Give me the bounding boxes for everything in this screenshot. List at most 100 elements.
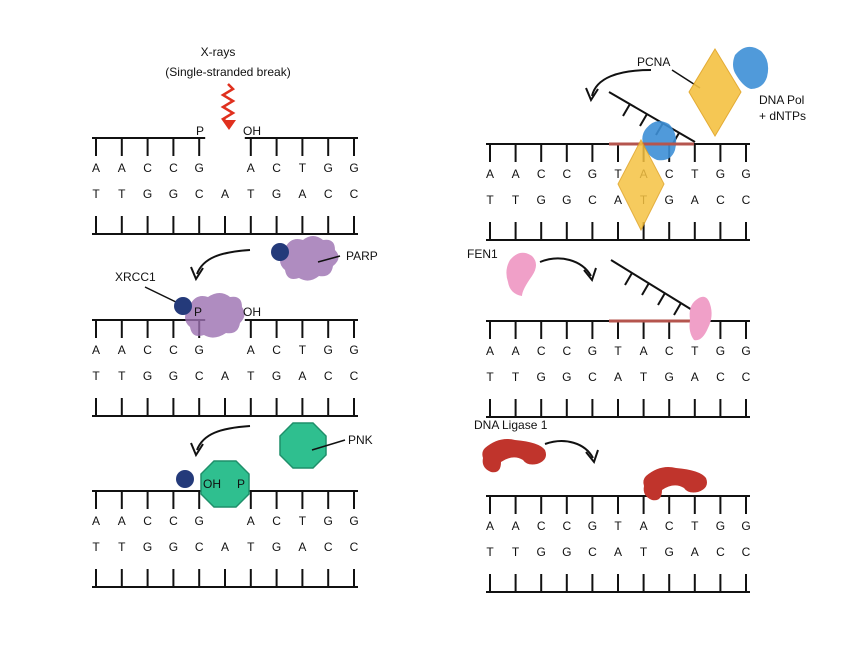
top-base: C: [562, 344, 571, 358]
bottom-base: G: [537, 193, 546, 207]
top-base: A: [512, 519, 520, 533]
top-base: C: [537, 344, 546, 358]
bottom-base: G: [272, 540, 281, 554]
bottom-base: T: [118, 540, 126, 554]
top-base: A: [640, 519, 648, 533]
top-base: A: [92, 343, 100, 357]
top-base: A: [512, 344, 520, 358]
top-base: A: [486, 344, 494, 358]
top-base: C: [665, 167, 674, 181]
top-base: G: [324, 161, 333, 175]
bound-p-mark: P: [194, 305, 202, 319]
bottom-base: T: [486, 193, 494, 207]
bottom-base: C: [350, 187, 359, 201]
pnk-bound: [200, 460, 250, 508]
top-base: A: [118, 161, 126, 175]
top-base: G: [588, 519, 597, 533]
break-oh-mark: OH: [243, 124, 261, 138]
xrcc1-bound: [174, 297, 192, 315]
bottom-base: T: [92, 540, 100, 554]
bottom-base: A: [221, 187, 229, 201]
pnk-protein: [279, 422, 327, 469]
bottom-base: G: [665, 193, 674, 207]
top-base: A: [118, 514, 126, 528]
bottom-base: T: [512, 193, 520, 207]
top-base: C: [143, 343, 152, 357]
top-base: C: [272, 514, 281, 528]
turn-arrow-right-1: [591, 69, 652, 97]
bottom-base: C: [195, 540, 204, 554]
dna-pol-protein: [688, 48, 742, 137]
dna-pol-bound: [617, 138, 665, 232]
top-base: C: [537, 167, 546, 181]
top-base: G: [195, 161, 204, 175]
bottom-base: T: [486, 545, 494, 559]
pnk-leader: [311, 439, 346, 451]
bottom-base: A: [298, 540, 306, 554]
top-base: G: [588, 167, 597, 181]
pcna-bound: [642, 121, 677, 161]
bottom-base: T: [486, 370, 494, 384]
xrcc1-label: XRCC1: [115, 270, 156, 284]
pnk-label: PNK: [348, 433, 373, 447]
bottom-base: C: [588, 370, 597, 384]
turn-arrow-left-2: [196, 249, 251, 275]
turn-arrowhead-right-1: [585, 87, 599, 103]
xrcc1-leader: [144, 286, 179, 304]
ligase-bound: [643, 467, 707, 501]
fen1-bound: [689, 296, 712, 341]
bottom-base: C: [350, 369, 359, 383]
bottom-base: G: [272, 187, 281, 201]
top-base: C: [562, 167, 571, 181]
bottom-base: G: [169, 187, 178, 201]
top-base: C: [665, 344, 674, 358]
bottom-base: T: [92, 369, 100, 383]
bottom-base: T: [247, 369, 255, 383]
top-base: G: [195, 514, 204, 528]
dna-pol-label: DNA Pol: [759, 93, 804, 107]
top-base: T: [614, 519, 622, 533]
bottom-base: A: [614, 370, 622, 384]
bottom-base: T: [247, 187, 255, 201]
bottom-base: T: [247, 540, 255, 554]
bottom-base: T: [512, 370, 520, 384]
turn-arrow-right-3: [544, 440, 594, 459]
bottom-base: C: [716, 193, 725, 207]
bottom-base: A: [691, 370, 699, 384]
top-base: A: [247, 514, 255, 528]
ligase-label: DNA Ligase 1: [474, 418, 548, 432]
top-base: C: [143, 514, 152, 528]
fen1-protein: [506, 252, 536, 296]
top-base: C: [143, 161, 152, 175]
pnk-p-mark: P: [237, 477, 245, 491]
bottom-base: A: [298, 369, 306, 383]
top-base: T: [691, 344, 699, 358]
bottom-base: C: [716, 370, 725, 384]
dntps-label: + dNTPs: [759, 109, 806, 123]
bottom-base: G: [665, 545, 674, 559]
bottom-base: G: [562, 370, 571, 384]
parp-bound: [185, 293, 245, 338]
top-base: A: [512, 167, 520, 181]
bottom-base: G: [169, 540, 178, 554]
bottom-base: A: [221, 540, 229, 554]
top-base: A: [247, 161, 255, 175]
top-base: G: [741, 167, 750, 181]
turn-arrowhead-left-3: [190, 442, 204, 458]
ligase-protein: [482, 439, 546, 473]
bottom-base: A: [614, 193, 622, 207]
top-base: G: [195, 343, 204, 357]
top-base: T: [691, 167, 699, 181]
top-base: A: [486, 519, 494, 533]
top-base: A: [118, 343, 126, 357]
top-base: A: [92, 514, 100, 528]
top-base: G: [349, 514, 358, 528]
bottom-base: C: [324, 369, 333, 383]
turn-arrow-left-3: [196, 425, 251, 451]
bottom-base: C: [716, 545, 725, 559]
bottom-base: G: [562, 545, 571, 559]
bottom-base: T: [92, 187, 100, 201]
